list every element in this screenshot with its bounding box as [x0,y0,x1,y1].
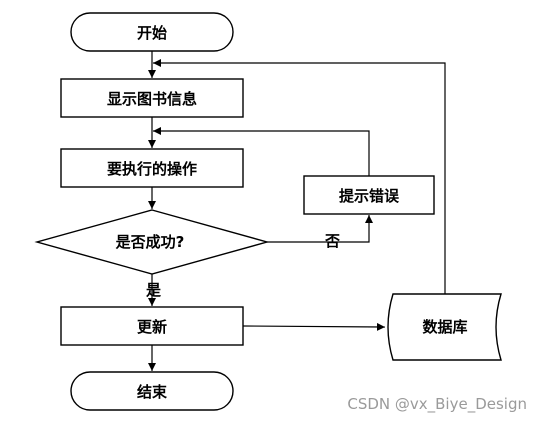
arrow-database-to-info [153,59,446,294]
database-label: 数据库 [422,318,467,336]
show-info-node: 显示图书信息 [60,78,244,118]
error-node: 提示错误 [303,175,435,215]
end-node: 结束 [70,371,234,411]
decision-label: 是否成功? [115,233,185,251]
operation-label: 要执行的操作 [107,160,197,178]
start-node: 开始 [70,12,234,52]
update-label: 更新 [137,318,167,336]
arrow-decision-to-error [267,215,373,243]
update-node: 更新 [60,306,244,346]
operation-node: 要执行的操作 [60,148,244,188]
watermark-text: CSDN @vx_Biye_Design [347,395,527,414]
edge-label-yes: 是 [145,281,162,299]
database-node: 数据库 [387,293,502,361]
error-label: 提示错误 [339,187,400,205]
end-label: 结束 [137,383,168,401]
arrow-error-to-operation [153,127,370,176]
arrow-update-to-database [242,322,386,331]
decision-node: 是否成功? [34,209,270,275]
edge-label-no: 否 [324,232,340,250]
show-info-label: 显示图书信息 [107,90,197,108]
start-label: 开始 [137,24,167,42]
